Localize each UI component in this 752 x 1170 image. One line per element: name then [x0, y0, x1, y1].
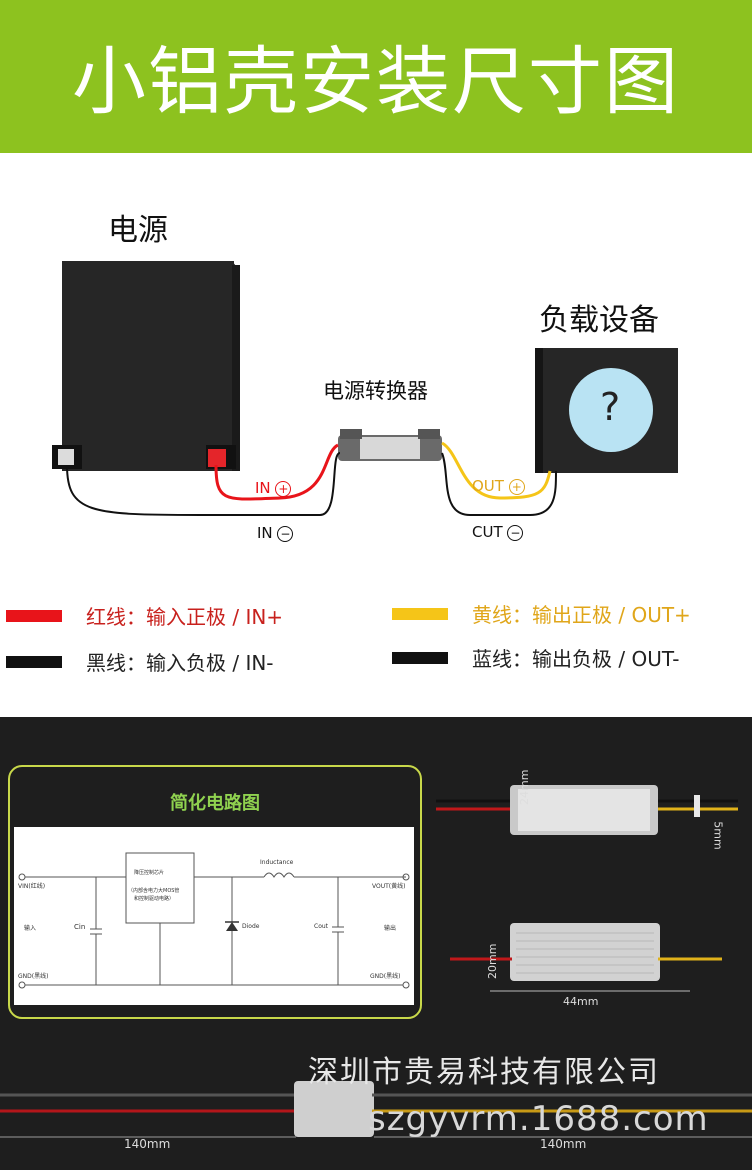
ic-line3: 和控制驱动电路）	[134, 896, 175, 902]
load-device-label: 负载设备	[539, 303, 659, 338]
page-title: 小铝壳安装尺寸图	[72, 39, 680, 125]
in-minus-label: IN −	[257, 524, 294, 542]
power-supply	[52, 261, 240, 471]
yellow-wire	[441, 441, 552, 500]
power-supply-label: 电源	[108, 213, 168, 248]
legend-prefix: 红线：	[86, 605, 146, 629]
module-drawings	[436, 785, 738, 992]
legend-text: 输出负极 / OUT-	[532, 647, 680, 671]
question-mark-icon: ?	[600, 385, 621, 429]
black-wire-out	[441, 452, 557, 516]
legend-text: 输入负极 / IN-	[146, 651, 274, 675]
in-plus-text: IN	[255, 479, 271, 497]
height-20-label: 20mm	[486, 943, 499, 979]
red-swatch	[6, 609, 62, 622]
cin-label: Cin	[74, 923, 86, 931]
wire-length-drawing	[0, 1081, 752, 1138]
wire-right-length: 140mm	[540, 1137, 587, 1151]
diode-label: Diode	[242, 923, 260, 930]
legend-prefix: 蓝线：	[472, 647, 532, 671]
in-minus-text: IN	[257, 524, 273, 542]
legend-prefix: 黑线：	[86, 651, 146, 675]
cout-label: Cout	[314, 923, 329, 930]
legend-red: 红线： 输入正极 / IN+	[6, 601, 283, 630]
length-44-label: 44mm	[563, 995, 599, 1008]
wiring-drawing	[52, 261, 678, 516]
ic-line1: 降压控制芯片	[134, 870, 165, 876]
black-wire-in	[66, 452, 341, 516]
black-swatch	[6, 655, 62, 668]
vin-label: VIN(红线)	[18, 883, 46, 890]
minus-circle-icon: −	[277, 526, 294, 542]
load-device	[535, 348, 678, 473]
out-plus-label: OUT +	[472, 477, 525, 495]
legend-text: 输入正极 / IN+	[146, 605, 284, 629]
minus-circle-icon: −	[507, 525, 524, 541]
wire-left-length: 140mm	[124, 1137, 171, 1151]
input-label: 输入	[24, 925, 37, 932]
plus-circle-icon: +	[508, 479, 525, 495]
dimensions-section: 简化电路图	[0, 717, 752, 1170]
vout-label: VOUT(黄线)	[372, 883, 406, 890]
out-plus-text: OUT	[472, 477, 504, 495]
black-swatch	[392, 651, 448, 664]
output-label: 输出	[384, 925, 397, 932]
circuit-frame: 简化电路图	[8, 765, 422, 1019]
legend-text: 输出正极 / OUT+	[532, 603, 691, 627]
height-24-label: 24mm	[518, 769, 531, 805]
company-watermark: 深圳市贵易科技有限公司	[308, 1055, 660, 1090]
out-minus-text: CUT	[472, 523, 503, 541]
ic-line2: （内部含电力大MOS管	[128, 888, 180, 894]
wiring-diagram: 电源 负载设备 电源转换器 ? IN + IN − OUT + CUT − 红线…	[0, 153, 752, 717]
gnd-right-label: GND(黑线)	[370, 973, 401, 980]
in-plus-label: IN +	[255, 479, 292, 497]
converter-label: 电源转换器	[323, 379, 428, 403]
out-minus-label: CUT −	[472, 523, 524, 541]
circuit-title: 简化电路图	[170, 793, 260, 814]
gnd-left-label: GND(黑线)	[18, 973, 49, 980]
legend-prefix: 黄线：	[472, 603, 532, 627]
title-banner: 小铝壳安装尺寸图	[0, 0, 752, 153]
thick-5-label: 5mm	[711, 821, 725, 850]
inductance-label: Inductance	[260, 859, 294, 866]
yellow-swatch	[392, 607, 448, 620]
converter-module	[338, 429, 442, 461]
circuit-schematic: VIN(红线) 输入 GND(黑线) Cin 降压控制芯片 （内部含电力大MOS…	[14, 827, 414, 1005]
legend-black: 黑线： 输入负极 / IN-	[6, 647, 274, 676]
red-wire	[214, 443, 339, 501]
legend-yellow: 黄线： 输出正极 / OUT+	[392, 599, 691, 628]
plus-circle-icon: +	[275, 481, 292, 497]
website-watermark: szgyvrm.1688.com	[368, 1099, 709, 1139]
legend-blue: 蓝线： 输出负极 / OUT-	[392, 643, 679, 672]
